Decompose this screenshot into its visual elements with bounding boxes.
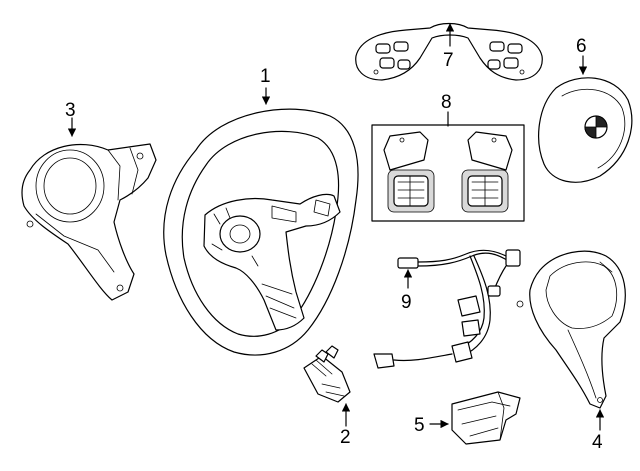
steering-switch-button-icons [373,41,525,75]
control-module-bracket [451,391,521,445]
multifunction-switch [355,22,543,81]
callout-9: 9 [401,292,412,313]
lower-trim-cover [21,143,157,301]
paddle-shifter-set [371,124,525,222]
connector-plug [303,345,351,403]
callout-6: 6 [576,36,587,57]
rear-cover [516,250,626,409]
callout-2: 2 [340,427,351,448]
steering-wheel [163,108,359,356]
callout-3: 3 [65,100,76,121]
wiring-harness [373,249,521,369]
airbag-module [538,77,633,183]
roundel-emblem-icon [584,115,608,139]
callout-8: 8 [441,92,452,113]
callout-5: 5 [414,415,425,436]
callout-7: 7 [443,50,454,71]
callout-1: 1 [260,66,271,87]
callout-4: 4 [592,432,603,453]
